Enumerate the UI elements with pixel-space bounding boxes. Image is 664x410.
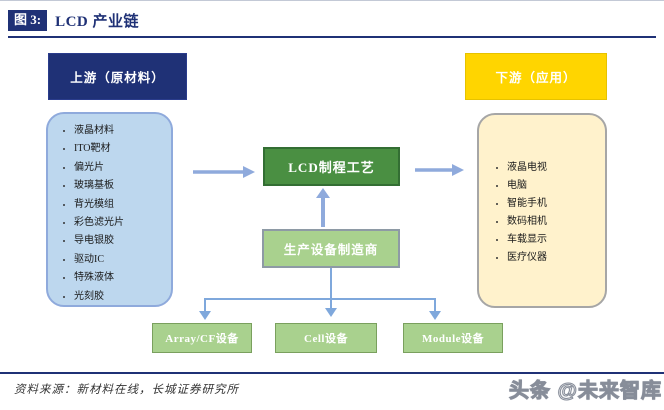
arrow-process-to-downstream: [415, 164, 464, 176]
arrow-equipment-to-process: [316, 188, 330, 227]
upstream-item-special-liquid: 特殊液体: [74, 269, 167, 287]
downstream-item-smartphone: 智能手机: [507, 195, 601, 213]
downstream-item-digital-camera: 数码相机: [507, 213, 601, 231]
header-rule: [8, 36, 656, 38]
watermark: 头条 @未来智库: [508, 380, 662, 403]
downstream-header-box: 下游（应用）: [465, 53, 607, 100]
upstream-item-backlight-module: 背光模组: [74, 196, 167, 214]
upstream-item-driver-ic: 驱动IC: [74, 251, 167, 269]
source-note: 资料来源：新材料在线，长城证券研究所: [14, 384, 239, 396]
upstream-item-polarizer: 偏光片: [74, 159, 167, 177]
upstream-item-glass-substrate: 玻璃基板: [74, 177, 167, 195]
downstream-item-lcd-tv: 液晶电视: [507, 159, 601, 177]
module-equipment-box: Module设备: [403, 323, 503, 353]
array-cf-equipment-box: Array/CF设备: [152, 323, 252, 353]
downstream-applications-panel: 液晶电视 电脑 智能手机 数码相机 车载显示 医疗仪器: [477, 113, 607, 308]
upstream-materials-list: 液晶材料 ITO靶材 偏光片 玻璃基板 背光模组 彩色滤光片 导电银胶 驱动IC…: [48, 114, 171, 306]
figure-label: 图 3:: [8, 10, 48, 31]
upstream-materials-panel: 液晶材料 ITO靶材 偏光片 玻璃基板 背光模组 彩色滤光片 导电银胶 驱动IC…: [46, 112, 173, 307]
equipment-maker-box: 生产设备制造商: [262, 229, 400, 268]
upstream-header-box: 上游（原材料）: [48, 53, 187, 100]
upstream-item-ito-target: ITO靶材: [74, 140, 167, 158]
footer-rule: [0, 372, 664, 374]
upstream-item-liquid-crystal: 液晶材料: [74, 122, 167, 140]
top-border-line: [0, 0, 664, 1]
downstream-applications-list: 液晶电视 电脑 智能手机 数码相机 车载显示 医疗仪器: [479, 115, 605, 267]
cell-equipment-box: Cell设备: [275, 323, 377, 353]
downstream-item-medical-device: 医疗仪器: [507, 249, 601, 267]
figure-title: LCD 产业链: [55, 14, 140, 30]
upstream-item-conductive-silver: 导电银胶: [74, 232, 167, 250]
upstream-item-color-filter: 彩色滤光片: [74, 214, 167, 232]
figure-header: 图 3: LCD 产业链: [8, 10, 139, 31]
upstream-item-photoresist: 光刻胶: [74, 288, 167, 306]
connector-equipment-branches: [199, 268, 441, 320]
lcd-process-box: LCD制程工艺: [263, 147, 400, 186]
downstream-item-car-display: 车载显示: [507, 231, 601, 249]
downstream-item-computer: 电脑: [507, 177, 601, 195]
arrow-upstream-to-process: [193, 166, 255, 178]
